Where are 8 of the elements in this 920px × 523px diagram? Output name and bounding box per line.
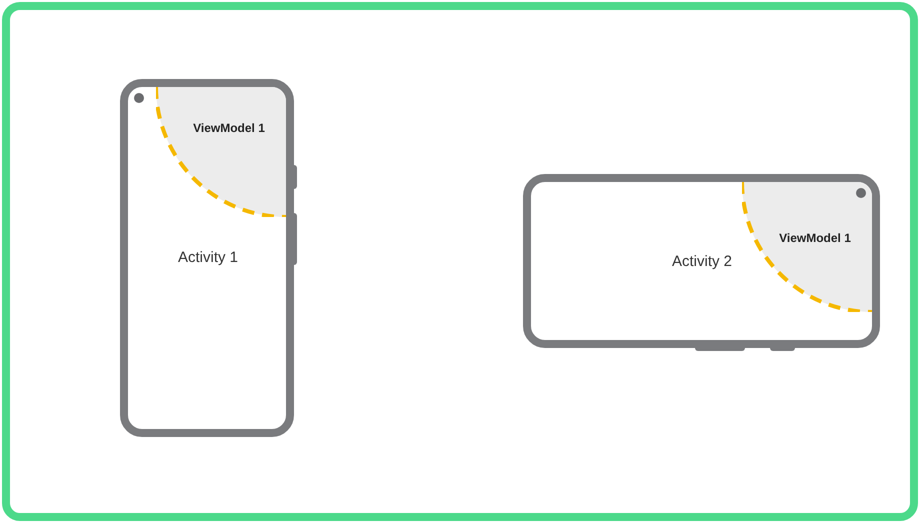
screen-label: Activity 2 xyxy=(672,252,732,272)
phone-outline xyxy=(120,79,294,437)
viewmodel-region xyxy=(156,87,286,217)
screen-label: Activity 1 xyxy=(178,248,238,268)
viewmodel-region xyxy=(742,182,872,312)
phone-outline xyxy=(523,174,880,348)
viewmodel-label: ViewModel 1 xyxy=(193,120,265,137)
viewmodel-label: ViewModel 1 xyxy=(779,230,851,247)
